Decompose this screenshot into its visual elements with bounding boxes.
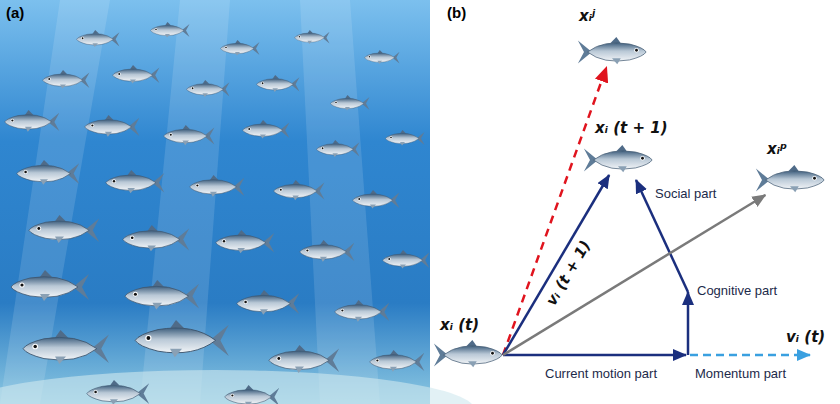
part-label: Social part bbox=[655, 186, 716, 202]
momentum-arrow bbox=[690, 354, 810, 357]
fish-node: xᵢᵖ bbox=[755, 165, 825, 195]
fish-school bbox=[5, 22, 430, 404]
current-motion-arrow bbox=[503, 354, 686, 357]
panel-label: (b) bbox=[447, 4, 466, 22]
sandy-floor bbox=[0, 370, 475, 404]
velocity-label: vᵢ (t + 1) bbox=[543, 237, 595, 309]
fish-icon bbox=[577, 37, 647, 67]
position-symbol: xᵢᵖ bbox=[767, 140, 787, 158]
velocity-arrow bbox=[503, 195, 765, 355]
velocity-arrow bbox=[503, 67, 607, 355]
part-label: Cognitive part bbox=[697, 283, 777, 299]
cognitive-arrow bbox=[687, 292, 690, 355]
panel-label: (a) bbox=[6, 4, 24, 22]
part-label: Momentum part bbox=[695, 366, 786, 382]
fish-node: xᵢ (t) bbox=[433, 340, 503, 370]
position-symbol: xᵢ (t) bbox=[440, 316, 479, 334]
part-label: Current motion part bbox=[545, 366, 657, 382]
position-symbol: xᵢ (t + 1) bbox=[595, 119, 668, 137]
velocity-arrow bbox=[503, 175, 609, 355]
fish-icon bbox=[583, 145, 653, 175]
sea-background bbox=[0, 0, 430, 404]
fish-icon bbox=[433, 340, 503, 370]
velocity-symbol: vᵢ (t) bbox=[786, 328, 825, 346]
position-symbol: xᵢʲ bbox=[579, 7, 595, 25]
fish-icon bbox=[755, 165, 825, 195]
light-rays bbox=[0, 0, 380, 404]
fish-node: xᵢ (t + 1) bbox=[583, 145, 653, 175]
fish-node: xᵢʲ bbox=[577, 37, 647, 67]
